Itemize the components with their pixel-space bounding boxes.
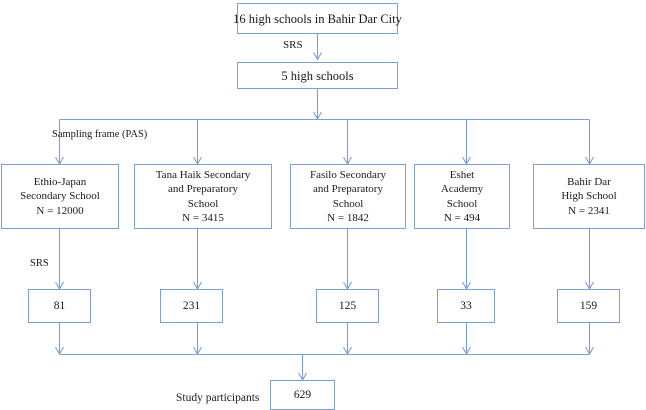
sample-size-value: 33 (460, 299, 472, 312)
study-participants-value: 629 (293, 388, 312, 401)
sample-size-value: 159 (579, 299, 598, 312)
school-box-5: Bahir Dar High School N = 2341 (533, 164, 645, 229)
school-name-line: High School (561, 190, 617, 203)
sample-box-2: 231 (160, 289, 223, 323)
school-name-line: Ethio-Japan (33, 176, 87, 189)
school-population: N = 12000 (36, 204, 84, 217)
sample-size-value: 125 (338, 299, 357, 312)
box-total-population-text: 16 high schools in Bahir Dar City (233, 11, 402, 26)
school-box-4: Eshet Academy School N = 494 (414, 164, 510, 229)
school-population: N = 494 (443, 211, 481, 224)
school-name-line: Academy (440, 183, 484, 196)
school-box-1: Ethio-Japan Secondary School N = 12000 (1, 164, 119, 229)
school-name-line: Bahir Dar (567, 176, 611, 189)
school-name-line: Tana Haik Secondary (155, 169, 251, 182)
school-box-3: Fasilo Secondary and Preparatory School … (290, 164, 406, 229)
school-name-line: and Preparatory (168, 183, 238, 196)
box-study-participants-total: 629 (270, 380, 335, 410)
school-population: N = 2341 (568, 204, 610, 217)
sample-size-value: 231 (182, 299, 201, 312)
school-population: N = 3415 (182, 211, 224, 224)
sample-size-value: 81 (53, 299, 66, 312)
box-total-population: 16 high schools in Bahir Dar City (233, 3, 402, 34)
school-population: N = 1842 (327, 211, 369, 224)
label-sampling-frame: Sampling frame (PAS) (52, 129, 148, 140)
sample-box-5: 159 (557, 289, 620, 323)
label-srs-second: SRS (30, 258, 49, 269)
sample-box-1: 81 (28, 289, 91, 323)
school-name-line: Secondary School (20, 190, 100, 203)
label-study-participants: Study participants (176, 392, 260, 404)
school-name-line: Eshet (449, 169, 475, 182)
box-selected-schools-text: 5 high schools (281, 68, 354, 83)
school-name-line: School (187, 197, 219, 210)
school-name-line: and Preparatory (313, 183, 383, 196)
sample-box-3: 125 (316, 289, 379, 323)
box-selected-schools: 5 high schools (237, 62, 398, 89)
school-box-2: Tana Haik Secondary and Preparatory Scho… (134, 164, 272, 229)
school-name-line: School (332, 197, 364, 210)
school-name-line: Fasilo Secondary (309, 169, 387, 182)
school-name-line: School (446, 197, 478, 210)
sample-box-4: 33 (437, 289, 495, 323)
label-srs-top: SRS (283, 39, 303, 51)
